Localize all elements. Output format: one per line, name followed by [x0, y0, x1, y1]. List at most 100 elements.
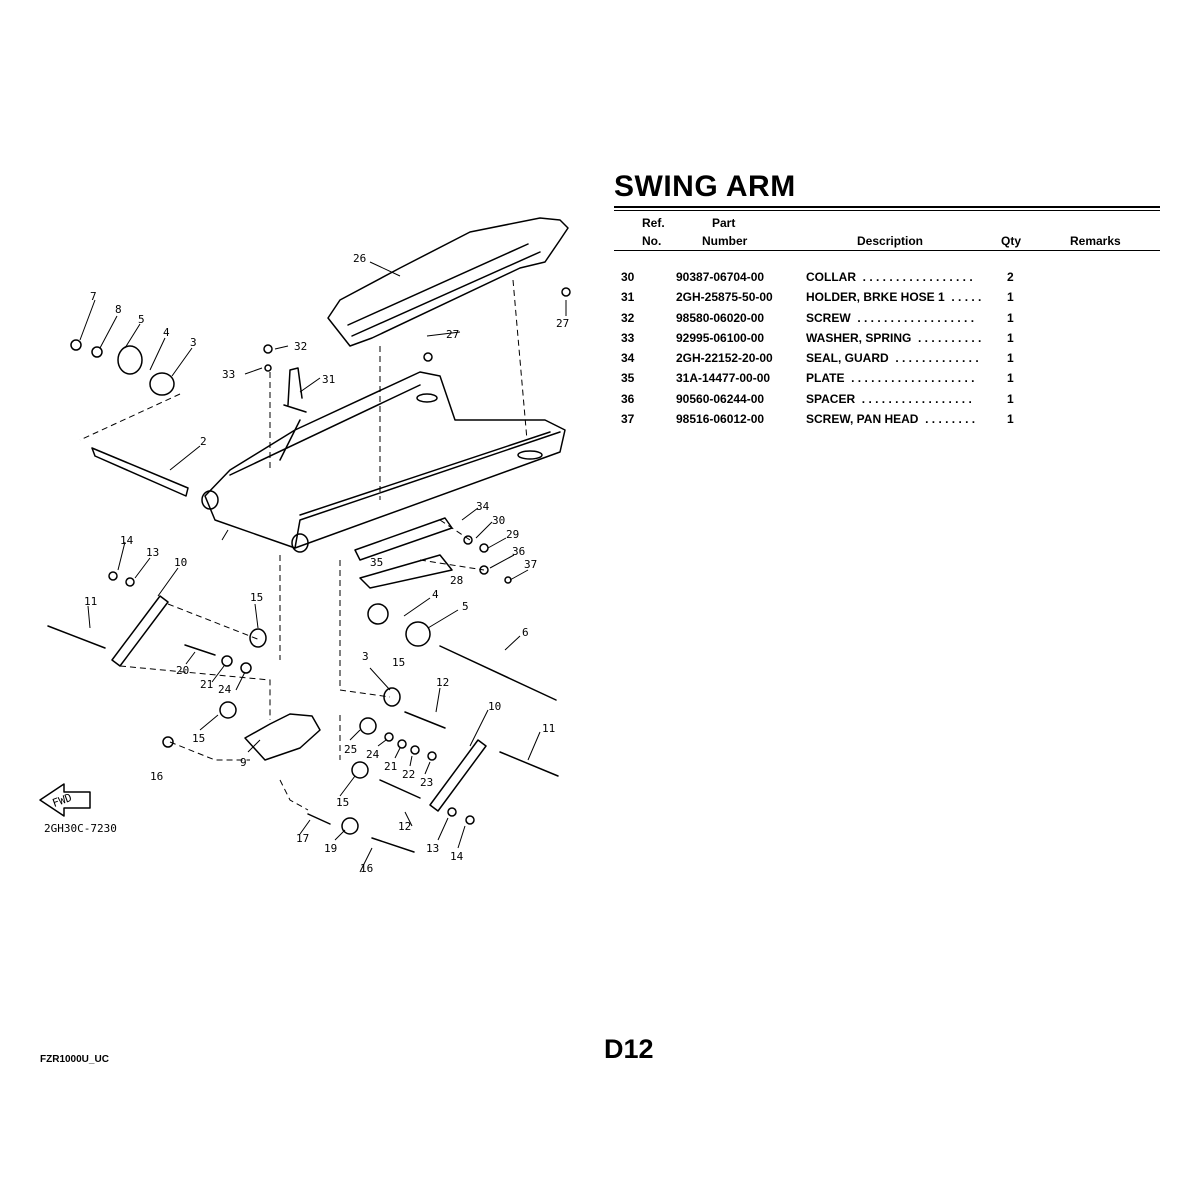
pivot-shaft-part	[91, 447, 189, 497]
callout-32: 32	[294, 340, 307, 353]
bolt-11-left	[47, 625, 106, 649]
callout-13b: 13	[426, 842, 439, 855]
diagram-code: 2GH30C-7230	[44, 822, 117, 835]
header-part-line1: Part	[712, 216, 736, 230]
title-rule	[614, 206, 1160, 208]
row-ref: 34	[621, 351, 635, 366]
callout-12a: 12	[436, 676, 449, 689]
callout-9: 9	[240, 756, 247, 769]
row-qty: 2	[1007, 270, 1014, 284]
model-code: FZR1000U_UC	[40, 1054, 109, 1065]
header-ref-line2: No.	[642, 234, 662, 248]
row-description: PLATE . . . . . . . . . . . . . . . . . …	[806, 371, 975, 386]
row-qty: 1	[1007, 290, 1014, 305]
row-part-number: 90560-06244-00	[676, 391, 765, 406]
callout-4a: 4	[163, 326, 170, 339]
row-qty: 1	[1007, 351, 1014, 366]
table-row: 30 90387-06704-00 COLLAR . . . . . . . .…	[614, 270, 1160, 290]
callout-30: 30	[492, 514, 505, 527]
row-description: COLLAR . . . . . . . . . . . . . . . . .	[806, 270, 973, 284]
callout-5a: 5	[138, 313, 145, 326]
row-ref: 31	[621, 290, 635, 305]
bolt-11-right	[499, 751, 559, 777]
callout-17: 17	[296, 832, 309, 845]
callout-24a: 24	[218, 683, 232, 696]
callout-15b: 15	[392, 656, 405, 669]
callout-34: 34	[476, 500, 490, 513]
callout-2: 2	[200, 435, 207, 448]
callout-3a: 3	[190, 336, 197, 349]
callout-28: 28	[450, 574, 463, 587]
callout-26: 26	[353, 252, 366, 265]
table-row: 31 2GH-25875-50-00 HOLDER, BRKE HOSE 1 .…	[614, 290, 1160, 310]
header-remarks: Remarks	[1070, 234, 1121, 248]
callout-22: 22	[402, 768, 415, 781]
header-rule	[614, 250, 1160, 251]
connecting-rod-left	[111, 595, 169, 667]
callout-27a: 27	[446, 328, 459, 341]
row-part-number: 92995-06100-00	[676, 330, 765, 345]
table-row: 36 90560-06244-00 SPACER . . . . . . . .…	[614, 392, 1160, 412]
callout-10a: 10	[174, 556, 187, 569]
callout-3b: 3	[362, 650, 369, 663]
callout-7: 7	[90, 290, 97, 303]
header-part-line2: Number	[702, 234, 748, 248]
header-qty: Qty	[1001, 234, 1022, 248]
row-part-number: 31A-14477-00-00	[676, 371, 771, 386]
row-qty: 1	[1007, 310, 1014, 325]
table-row: 33 92995-06100-00 WASHER, SPRING . . . .…	[614, 331, 1160, 351]
callout-20: 20	[176, 664, 189, 677]
row-description: SPACER . . . . . . . . . . . . . . . . .	[806, 391, 972, 406]
page-title: SWING ARM	[614, 170, 796, 203]
callout-15c: 15	[192, 732, 205, 745]
row-description: SCREW . . . . . . . . . . . . . . . . . …	[806, 310, 975, 325]
title-rule-thin	[614, 210, 1160, 211]
header-ref-line1: Ref.	[642, 216, 665, 230]
row-part-number: 98516-06012-00	[676, 412, 765, 427]
row-description: WASHER, SPRING . . . . . . . . . .	[806, 330, 982, 345]
callout-21a: 21	[200, 678, 213, 691]
row-ref: 32	[621, 310, 635, 325]
callout-25: 25	[344, 743, 357, 756]
row-qty: 1	[1007, 330, 1014, 345]
row-part-number: 90387-06704-00	[676, 270, 765, 284]
callout-13a: 13	[146, 546, 159, 559]
table-row: 35 31A-14477-00-00 PLATE . . . . . . . .…	[614, 371, 1160, 391]
row-description: SEAL, GUARD . . . . . . . . . . . . .	[806, 351, 979, 366]
callout-15a: 15	[250, 591, 263, 604]
callout-6: 6	[522, 626, 529, 639]
table-row: 32 98580-06020-00 SCREW . . . . . . . . …	[614, 311, 1160, 331]
relay-arm-part	[244, 713, 321, 761]
callout-33: 33	[222, 368, 235, 381]
connecting-rod-right	[429, 739, 487, 812]
row-part-number: 98580-06020-00	[676, 310, 765, 325]
callout-21b: 21	[384, 760, 397, 773]
callout-14a: 14	[120, 534, 134, 547]
table-row: 37 98516-06012-00 SCREW, PAN HEAD . . . …	[614, 412, 1160, 432]
callout-12b: 12	[398, 820, 411, 833]
callout-5b: 5	[462, 600, 469, 613]
callout-27b: 27	[556, 317, 569, 330]
fwd-label: FWD	[51, 791, 74, 810]
row-qty: 1	[1007, 412, 1014, 427]
callout-19: 19	[324, 842, 337, 855]
row-ref: 30	[621, 270, 635, 284]
callout-24b: 24	[366, 748, 380, 761]
row-part-number: 2GH-22152-20-00	[676, 351, 773, 366]
swing-arm-part	[204, 371, 566, 549]
row-ref: 37	[621, 412, 635, 427]
header-description: Description	[857, 234, 924, 248]
bolt-6	[439, 645, 557, 701]
callout-31: 31	[322, 373, 335, 386]
callout-35: 35	[370, 556, 383, 569]
parts-table: 30 90387-06704-00 COLLAR . . . . . . . .…	[614, 270, 1160, 432]
callout-16b: 16	[360, 862, 373, 875]
callout-4b: 4	[432, 588, 439, 601]
row-ref: 35	[621, 371, 635, 386]
row-ref: 36	[621, 391, 635, 406]
callout-10b: 10	[488, 700, 501, 713]
callout-37: 37	[524, 558, 537, 571]
callout-15d: 15	[336, 796, 349, 809]
callout-16a: 16	[150, 770, 163, 783]
